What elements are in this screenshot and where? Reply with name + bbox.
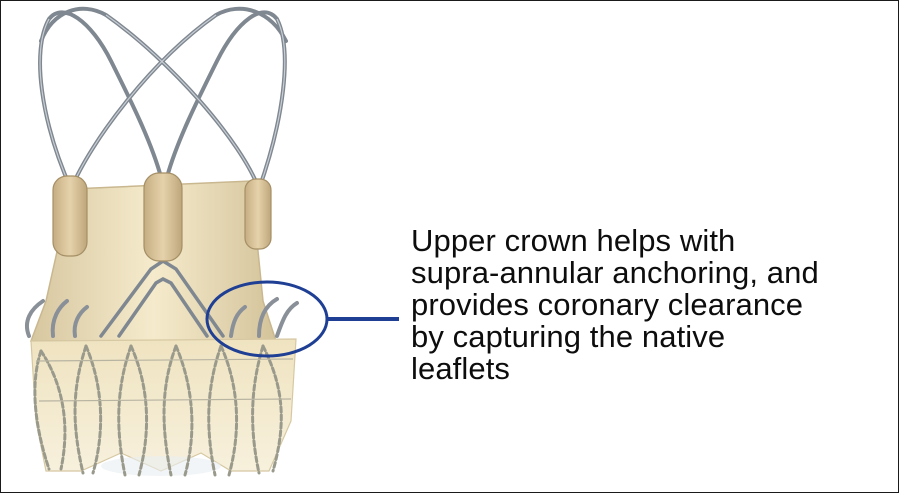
crown-wires — [40, 9, 286, 189]
annotation-text: Upper crown helps with supra-annular anc… — [411, 225, 891, 385]
